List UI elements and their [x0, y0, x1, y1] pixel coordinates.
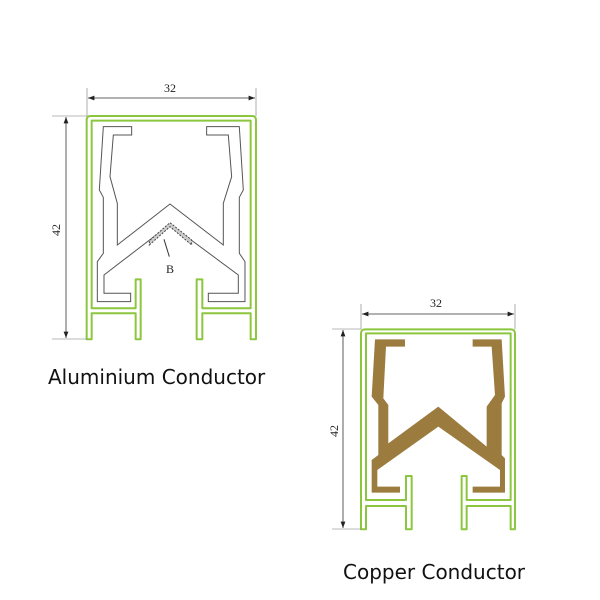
copper-conductor-profile	[371, 339, 505, 493]
aluminium-conductor-profile	[96, 126, 246, 303]
aluminium-conductor-drawing: B 32 42 Aluminium Conductor	[48, 81, 266, 389]
copper-housing	[359, 328, 516, 531]
contact-strip-b	[148, 222, 193, 247]
aluminium-housing	[85, 114, 257, 341]
aluminium-caption: Aluminium Conductor	[48, 365, 266, 389]
copper-caption: Copper Conductor	[343, 560, 526, 584]
height-dimension-label: 42	[49, 224, 63, 236]
height-dimension-label: 42	[327, 425, 341, 437]
width-dimension-label: 32	[164, 81, 176, 95]
detail-label-b: B	[166, 262, 174, 276]
width-dimension-label: 32	[430, 296, 442, 310]
leader-line	[163, 239, 170, 257]
copper-conductor-drawing: 32 42 Copper Conductor	[327, 296, 526, 584]
